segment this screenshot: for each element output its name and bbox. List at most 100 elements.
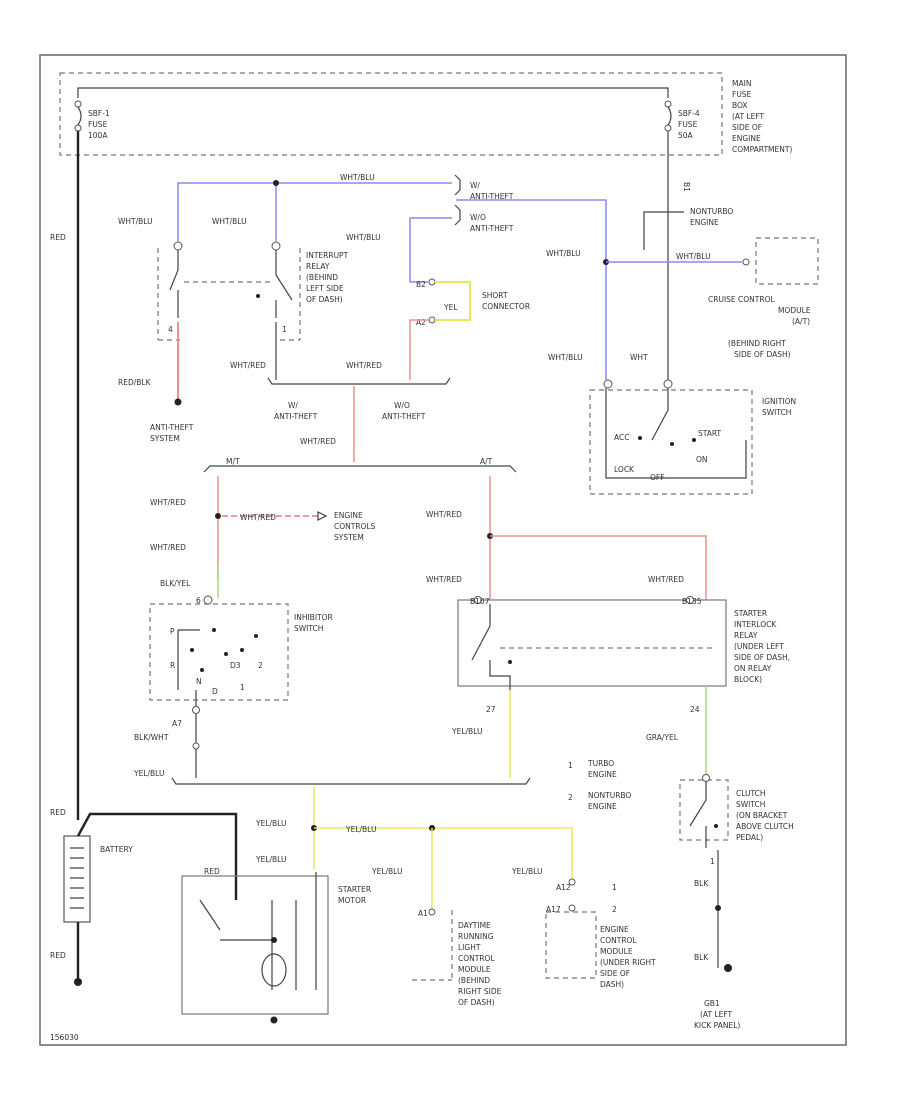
wht-red-at-label-3: WHT/RED xyxy=(648,575,684,584)
short-connector-label-1: SHORT xyxy=(482,291,508,300)
battery-positive-cable xyxy=(76,812,238,900)
yel-blu-motor-label-1: YEL/BLU xyxy=(255,819,286,828)
starter-relay-pin-24: 24 xyxy=(690,705,700,714)
starter-relay-label-5: SIDE OF DASH, xyxy=(734,653,790,662)
ecm-label-1: ENGINE xyxy=(600,925,629,934)
clutch-label-2: SWITCH xyxy=(736,800,765,809)
w-anti-theft-top-label-2: ANTI-THEFT xyxy=(470,192,514,201)
drl-label-4: CONTROL xyxy=(458,954,495,963)
turbo-note-number: 1 xyxy=(568,761,573,770)
blk-wht-connector xyxy=(192,742,200,750)
starter-motor: RED STARTER MOTOR xyxy=(181,867,371,1024)
inhibitor-pos-d3: D3 xyxy=(230,661,241,670)
interrupt-relay-pin-1: 1 xyxy=(282,325,287,334)
wht-red-at-label-1: WHT/RED xyxy=(426,510,462,519)
figure-id: 156030 xyxy=(50,1033,79,1042)
cruise-label-4: (BEHIND RIGHT xyxy=(728,339,786,348)
drl-label-3: LIGHT xyxy=(458,943,481,952)
sbf4-pin-label: B1 xyxy=(682,182,691,192)
inhibitor-pos-1: 1 xyxy=(240,683,245,692)
wht-blu-short-branch-wire xyxy=(409,217,452,283)
ground-gb1 xyxy=(724,964,732,972)
interrupt-relay-label-5: OF DASH) xyxy=(306,295,343,304)
starter-relay-label-4: (UNDER LEFT xyxy=(734,642,784,651)
wht-red-relay-coil-wire xyxy=(490,535,707,600)
inhibitor-pin-7: A7 xyxy=(172,719,182,728)
engine-controls-splice xyxy=(215,513,221,519)
red-battery-label-lower: RED xyxy=(50,951,66,960)
wht-blu-cruise-left-label: WHT/BLU xyxy=(546,249,581,258)
wht-blu-left-label: WHT/BLU xyxy=(118,217,153,226)
clutch-label-5: PEDAL) xyxy=(736,833,763,842)
sbf4-label-2: FUSE xyxy=(678,120,698,129)
anti-theft-selector-bracket xyxy=(454,174,461,226)
drl-label-6: (BEHIND xyxy=(458,976,490,985)
inhibitor-label-1: INHIBITOR xyxy=(294,613,333,622)
diagram-frame xyxy=(39,54,847,1046)
main-fuse-box-label-3: BOX xyxy=(732,101,748,110)
engine-controls-label-3: SYSTEM xyxy=(334,533,364,542)
ground-label-1: GB1 xyxy=(704,999,720,1008)
sbf4-label-3: 50A xyxy=(678,131,694,140)
turbo-note-2: ENGINE xyxy=(588,770,617,779)
nonturbo-note: NONTURBO xyxy=(588,791,631,800)
yel-blu-bus-label: YEL/BLU xyxy=(345,825,376,834)
battery-ground xyxy=(74,978,82,986)
yel-blu-ecm-label: YEL/BLU xyxy=(511,867,542,876)
wht-wire-label: WHT xyxy=(630,353,648,362)
sbf1-label-2: FUSE xyxy=(88,120,108,129)
fuse-box-bus-wire xyxy=(77,87,669,98)
ignition-start-label: START xyxy=(698,429,722,438)
ecm-label-5: SIDE OF xyxy=(600,969,630,978)
wht-blu-top-wire xyxy=(177,182,452,242)
engine-controls-arrow xyxy=(317,511,328,521)
ground-label-3: KICK PANEL) xyxy=(694,1021,740,1030)
red-wire-label-upper: RED xyxy=(50,233,66,242)
mt-label: M/T xyxy=(226,457,240,466)
gra-yel-label: GRA/YEL xyxy=(646,733,679,742)
starter-relay-label-6: ON RELAY xyxy=(734,664,772,673)
at-label: A/T xyxy=(480,457,493,466)
interrupt-relay-label-3: (BEHIND xyxy=(306,273,338,282)
short-connector-yel-wire xyxy=(435,281,471,321)
drl-pin: A1 xyxy=(418,909,428,918)
ignition-switch: ACC START ON LOCK OFF IGNITION SWITCH xyxy=(589,379,796,495)
starter-relay-label-1: STARTER xyxy=(734,609,767,618)
short-connector-label-2: CONNECTOR xyxy=(482,302,530,311)
starter-interlock-relay: B107 B135 STARTER INTERLOCK RELAY (UNDER… xyxy=(457,596,790,690)
main-fuse-box: MAIN FUSE BOX (AT LEFT SIDE OF ENGINE CO… xyxy=(59,72,792,156)
starter-motor-red-label: RED xyxy=(204,867,220,876)
wht-red-short-label: WHT/RED xyxy=(346,361,382,370)
w-anti-theft-mid-label-2: ANTI-THEFT xyxy=(274,412,318,421)
blk-ground-splice xyxy=(715,905,721,911)
inhibitor-pin-6: 6 xyxy=(196,596,201,605)
drl-label-8: OF DASH) xyxy=(458,998,495,1007)
main-fuse-box-label-4: (AT LEFT xyxy=(732,112,765,121)
nonturbo-label-2: ENGINE xyxy=(690,218,719,227)
clutch-switch: CLUTCH SWITCH (ON BRACKET ABOVE CLUTCH P… xyxy=(679,774,794,848)
short-connector: B2 A2 YEL SHORT CONNECTOR xyxy=(416,278,530,327)
sbf1-fuse: SBF-1 FUSE 100A xyxy=(74,100,110,140)
wo-anti-theft-mid-label-2: ANTI-THEFT xyxy=(382,412,426,421)
clutch-label-1: CLUTCH xyxy=(736,789,766,798)
anti-theft-system-label-2: SYSTEM xyxy=(150,434,180,443)
ground-label-2: (AT LEFT xyxy=(700,1010,733,1019)
w-anti-theft-top-label-1: W/ xyxy=(470,181,480,190)
ecm-label-4: (UNDER RIGHT xyxy=(600,958,656,967)
ecm-label-3: MODULE xyxy=(600,947,633,956)
wht-blu-top-label: WHT/BLU xyxy=(340,173,375,182)
ecm-variant-2: 2 xyxy=(612,905,617,914)
wht-blu-ign-label: WHT/BLU xyxy=(548,353,583,362)
nonturbo-label-1: NONTURBO xyxy=(690,207,733,216)
yel-blu-drl-label: YEL/BLU xyxy=(371,867,402,876)
wo-anti-theft-top-label-2: ANTI-THEFT xyxy=(470,224,514,233)
main-fuse-box-label-5: SIDE OF xyxy=(732,123,762,132)
ecm-pin-a: A12 xyxy=(556,883,571,892)
cruise-label-1: CRUISE CONTROL xyxy=(708,295,775,304)
main-fuse-box-label-2: FUSE xyxy=(732,90,752,99)
ecm-variant-1: 1 xyxy=(612,883,617,892)
short-connector-pin-a: B2 xyxy=(416,280,426,289)
sbf1-label-1: SBF-1 xyxy=(88,109,110,118)
drl-label-7: RIGHT SIDE xyxy=(458,987,502,996)
